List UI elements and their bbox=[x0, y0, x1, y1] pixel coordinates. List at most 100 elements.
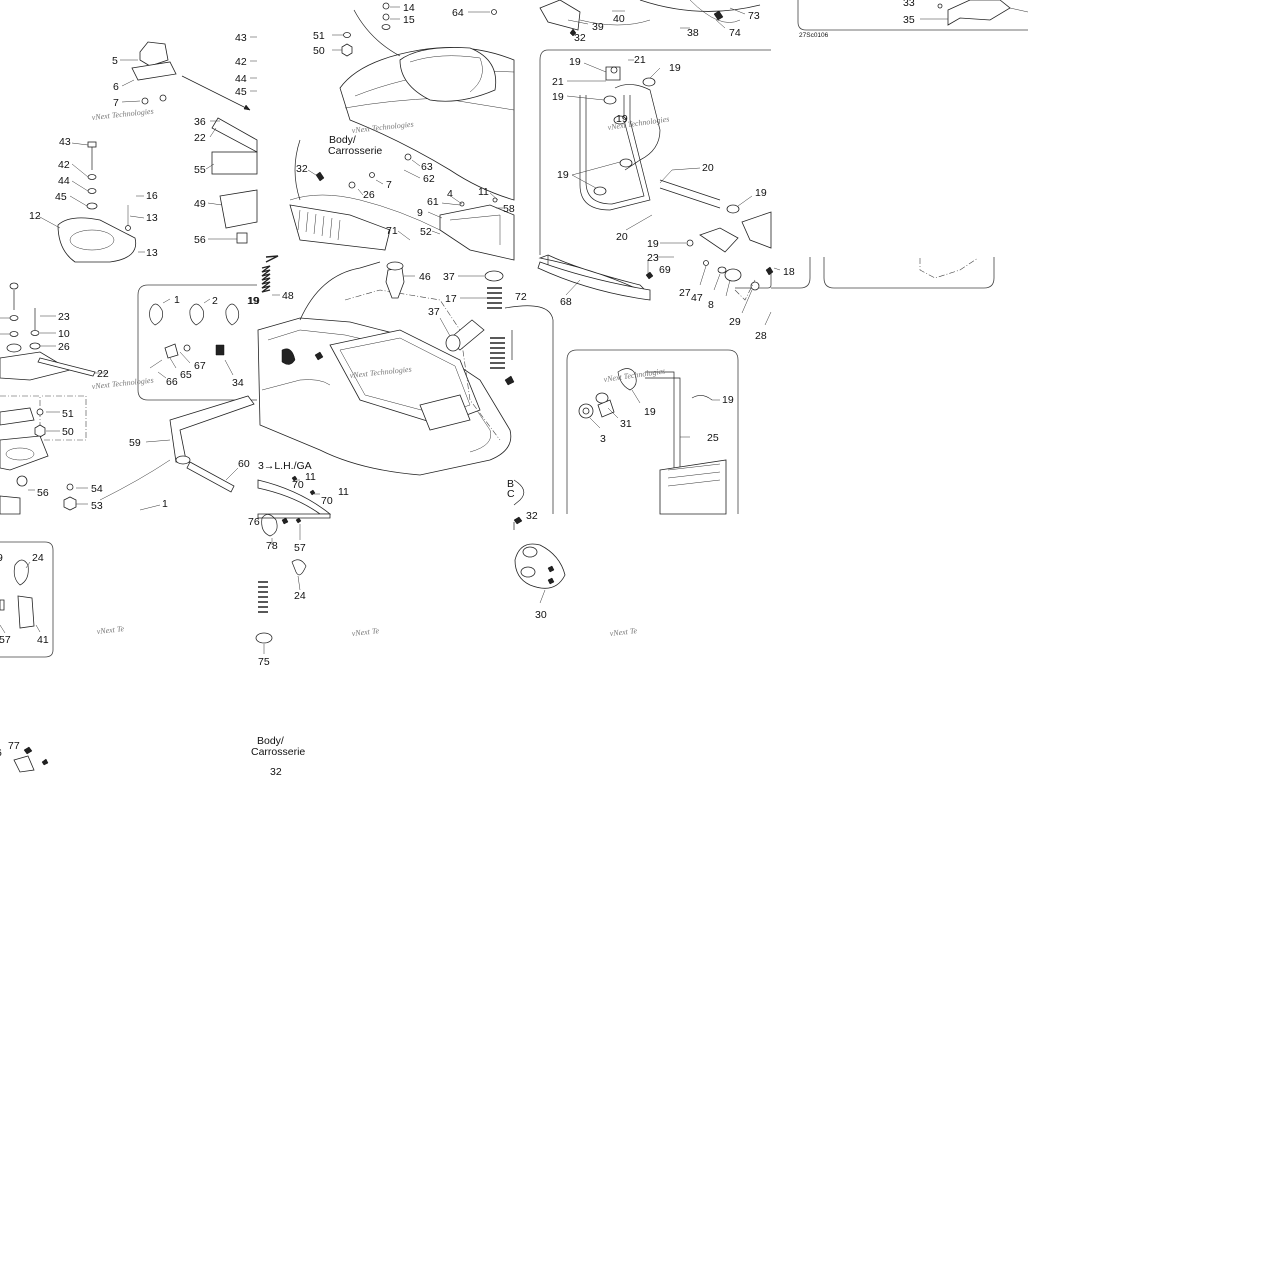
callout: 70 bbox=[321, 495, 333, 507]
callout: 53 bbox=[91, 500, 103, 512]
callout: 46 bbox=[419, 271, 431, 283]
callout: 3 bbox=[600, 433, 606, 445]
body-label: Body/ bbox=[329, 134, 356, 146]
callout: 45 bbox=[55, 191, 67, 203]
callout: 49 bbox=[194, 198, 206, 210]
callout: 19 bbox=[616, 113, 628, 125]
callout: 21 bbox=[552, 76, 564, 88]
callout: 42 bbox=[58, 159, 70, 171]
callout: 29 bbox=[729, 316, 741, 328]
tile-f-hood: 3→L.H./GA vNext Technologies bbox=[257, 255, 554, 515]
callout: 64 bbox=[452, 7, 464, 19]
callout: 36 bbox=[194, 116, 206, 128]
callout: 19 bbox=[569, 56, 581, 68]
callout: 39 bbox=[592, 21, 604, 33]
callout-labels: 5 6 7 43 42 44 45 12 13 16 13 43 42 44 4… bbox=[0, 0, 915, 778]
callout: 19 bbox=[644, 406, 656, 418]
callout: 55 bbox=[194, 164, 206, 176]
callout: 23 bbox=[647, 252, 659, 264]
callout: 61 bbox=[427, 196, 439, 208]
tile-h-frame bbox=[771, 257, 995, 289]
callout: 73 bbox=[748, 10, 760, 22]
callout: 58 bbox=[503, 203, 515, 215]
callout: 13 bbox=[146, 212, 158, 224]
callout: 59 bbox=[129, 437, 141, 449]
svg-text:vNext Te: vNext Te bbox=[96, 624, 125, 636]
tile-c-handle-assembly: vNext Technologies bbox=[538, 0, 772, 296]
callout: 12 bbox=[29, 210, 41, 222]
callout: 19 bbox=[647, 238, 659, 250]
callout: 20 bbox=[616, 231, 628, 243]
callout: 69 bbox=[659, 264, 671, 276]
callout: B bbox=[507, 478, 514, 490]
callout: 11 bbox=[478, 186, 489, 198]
callout: 4 bbox=[447, 188, 453, 200]
callout: 67 bbox=[194, 360, 206, 372]
svg-text:vNext Technologies: vNext Technologies bbox=[603, 366, 666, 384]
callout: 16 bbox=[146, 190, 158, 202]
tile-e-seat-base: vNext Technologies bbox=[0, 282, 257, 515]
svg-text:Carrosserie: Carrosserie bbox=[328, 145, 382, 157]
callout: 27 bbox=[679, 287, 691, 299]
callout: 19 bbox=[552, 91, 564, 103]
callout: 32 bbox=[296, 163, 308, 175]
callout: 19 bbox=[247, 295, 259, 307]
callout: 56 bbox=[37, 487, 49, 499]
callout: 21 bbox=[634, 54, 646, 66]
callout: 35 bbox=[903, 14, 915, 26]
callout: 19 bbox=[248, 295, 260, 307]
callout: C bbox=[507, 488, 515, 500]
callout: 52 bbox=[420, 226, 432, 238]
side-label: 3→L.H./GA bbox=[258, 460, 312, 472]
callout: 23 bbox=[58, 311, 70, 323]
callout: 51 bbox=[313, 30, 325, 42]
callout: 24 bbox=[294, 590, 306, 602]
callout: 9 bbox=[0, 552, 3, 564]
callout: 44 bbox=[235, 73, 247, 85]
svg-text:Carrosserie: Carrosserie bbox=[251, 746, 305, 758]
svg-text:vNext Te: vNext Te bbox=[351, 626, 380, 638]
callout: 19 bbox=[722, 394, 734, 406]
callout: 66 bbox=[166, 376, 178, 388]
callout: 37 bbox=[443, 271, 455, 283]
callout: 65 bbox=[180, 369, 192, 381]
callout: 45 bbox=[235, 86, 247, 98]
callout: 75 bbox=[258, 656, 270, 668]
callout: 2 bbox=[212, 295, 218, 307]
callout: 43 bbox=[235, 32, 247, 44]
callout: 38 bbox=[687, 27, 699, 39]
callout: 14 bbox=[403, 2, 415, 14]
callout: 60 bbox=[238, 458, 250, 470]
callout: 32 bbox=[270, 766, 282, 778]
callout: 31 bbox=[620, 418, 632, 430]
tile-a-seat-latch: vNext Technologies bbox=[37, 36, 258, 263]
callout: 8 bbox=[708, 299, 714, 311]
callout: 50 bbox=[62, 426, 74, 438]
callout: 32 bbox=[574, 32, 586, 44]
callout: 7 bbox=[113, 97, 119, 109]
callout: 19 bbox=[755, 187, 767, 199]
svg-text:Body/: Body/ bbox=[257, 735, 284, 747]
svg-text:vNext Te: vNext Te bbox=[609, 626, 638, 638]
callout: 40 bbox=[613, 13, 625, 25]
callout: 9 bbox=[417, 207, 423, 219]
callout: 22 bbox=[194, 132, 206, 144]
callout: 30 bbox=[535, 609, 547, 621]
callout: 41 bbox=[37, 634, 49, 646]
callout: 56 bbox=[194, 234, 206, 246]
callout: 76 bbox=[248, 516, 260, 528]
tile-d-bracket: 27Sc0106 bbox=[797, 0, 1029, 39]
callout: 19 bbox=[669, 62, 681, 74]
callout: 71 bbox=[386, 225, 398, 237]
callout: 42 bbox=[235, 56, 247, 68]
callout: 6 bbox=[0, 747, 2, 759]
callout: 18 bbox=[783, 266, 795, 278]
callout: 44 bbox=[58, 175, 70, 187]
callout: 25 bbox=[707, 432, 719, 444]
callout: 57 bbox=[0, 634, 11, 646]
callout: 37 bbox=[428, 306, 440, 318]
callout: 57 bbox=[294, 542, 306, 554]
callout: 1 bbox=[174, 294, 180, 306]
